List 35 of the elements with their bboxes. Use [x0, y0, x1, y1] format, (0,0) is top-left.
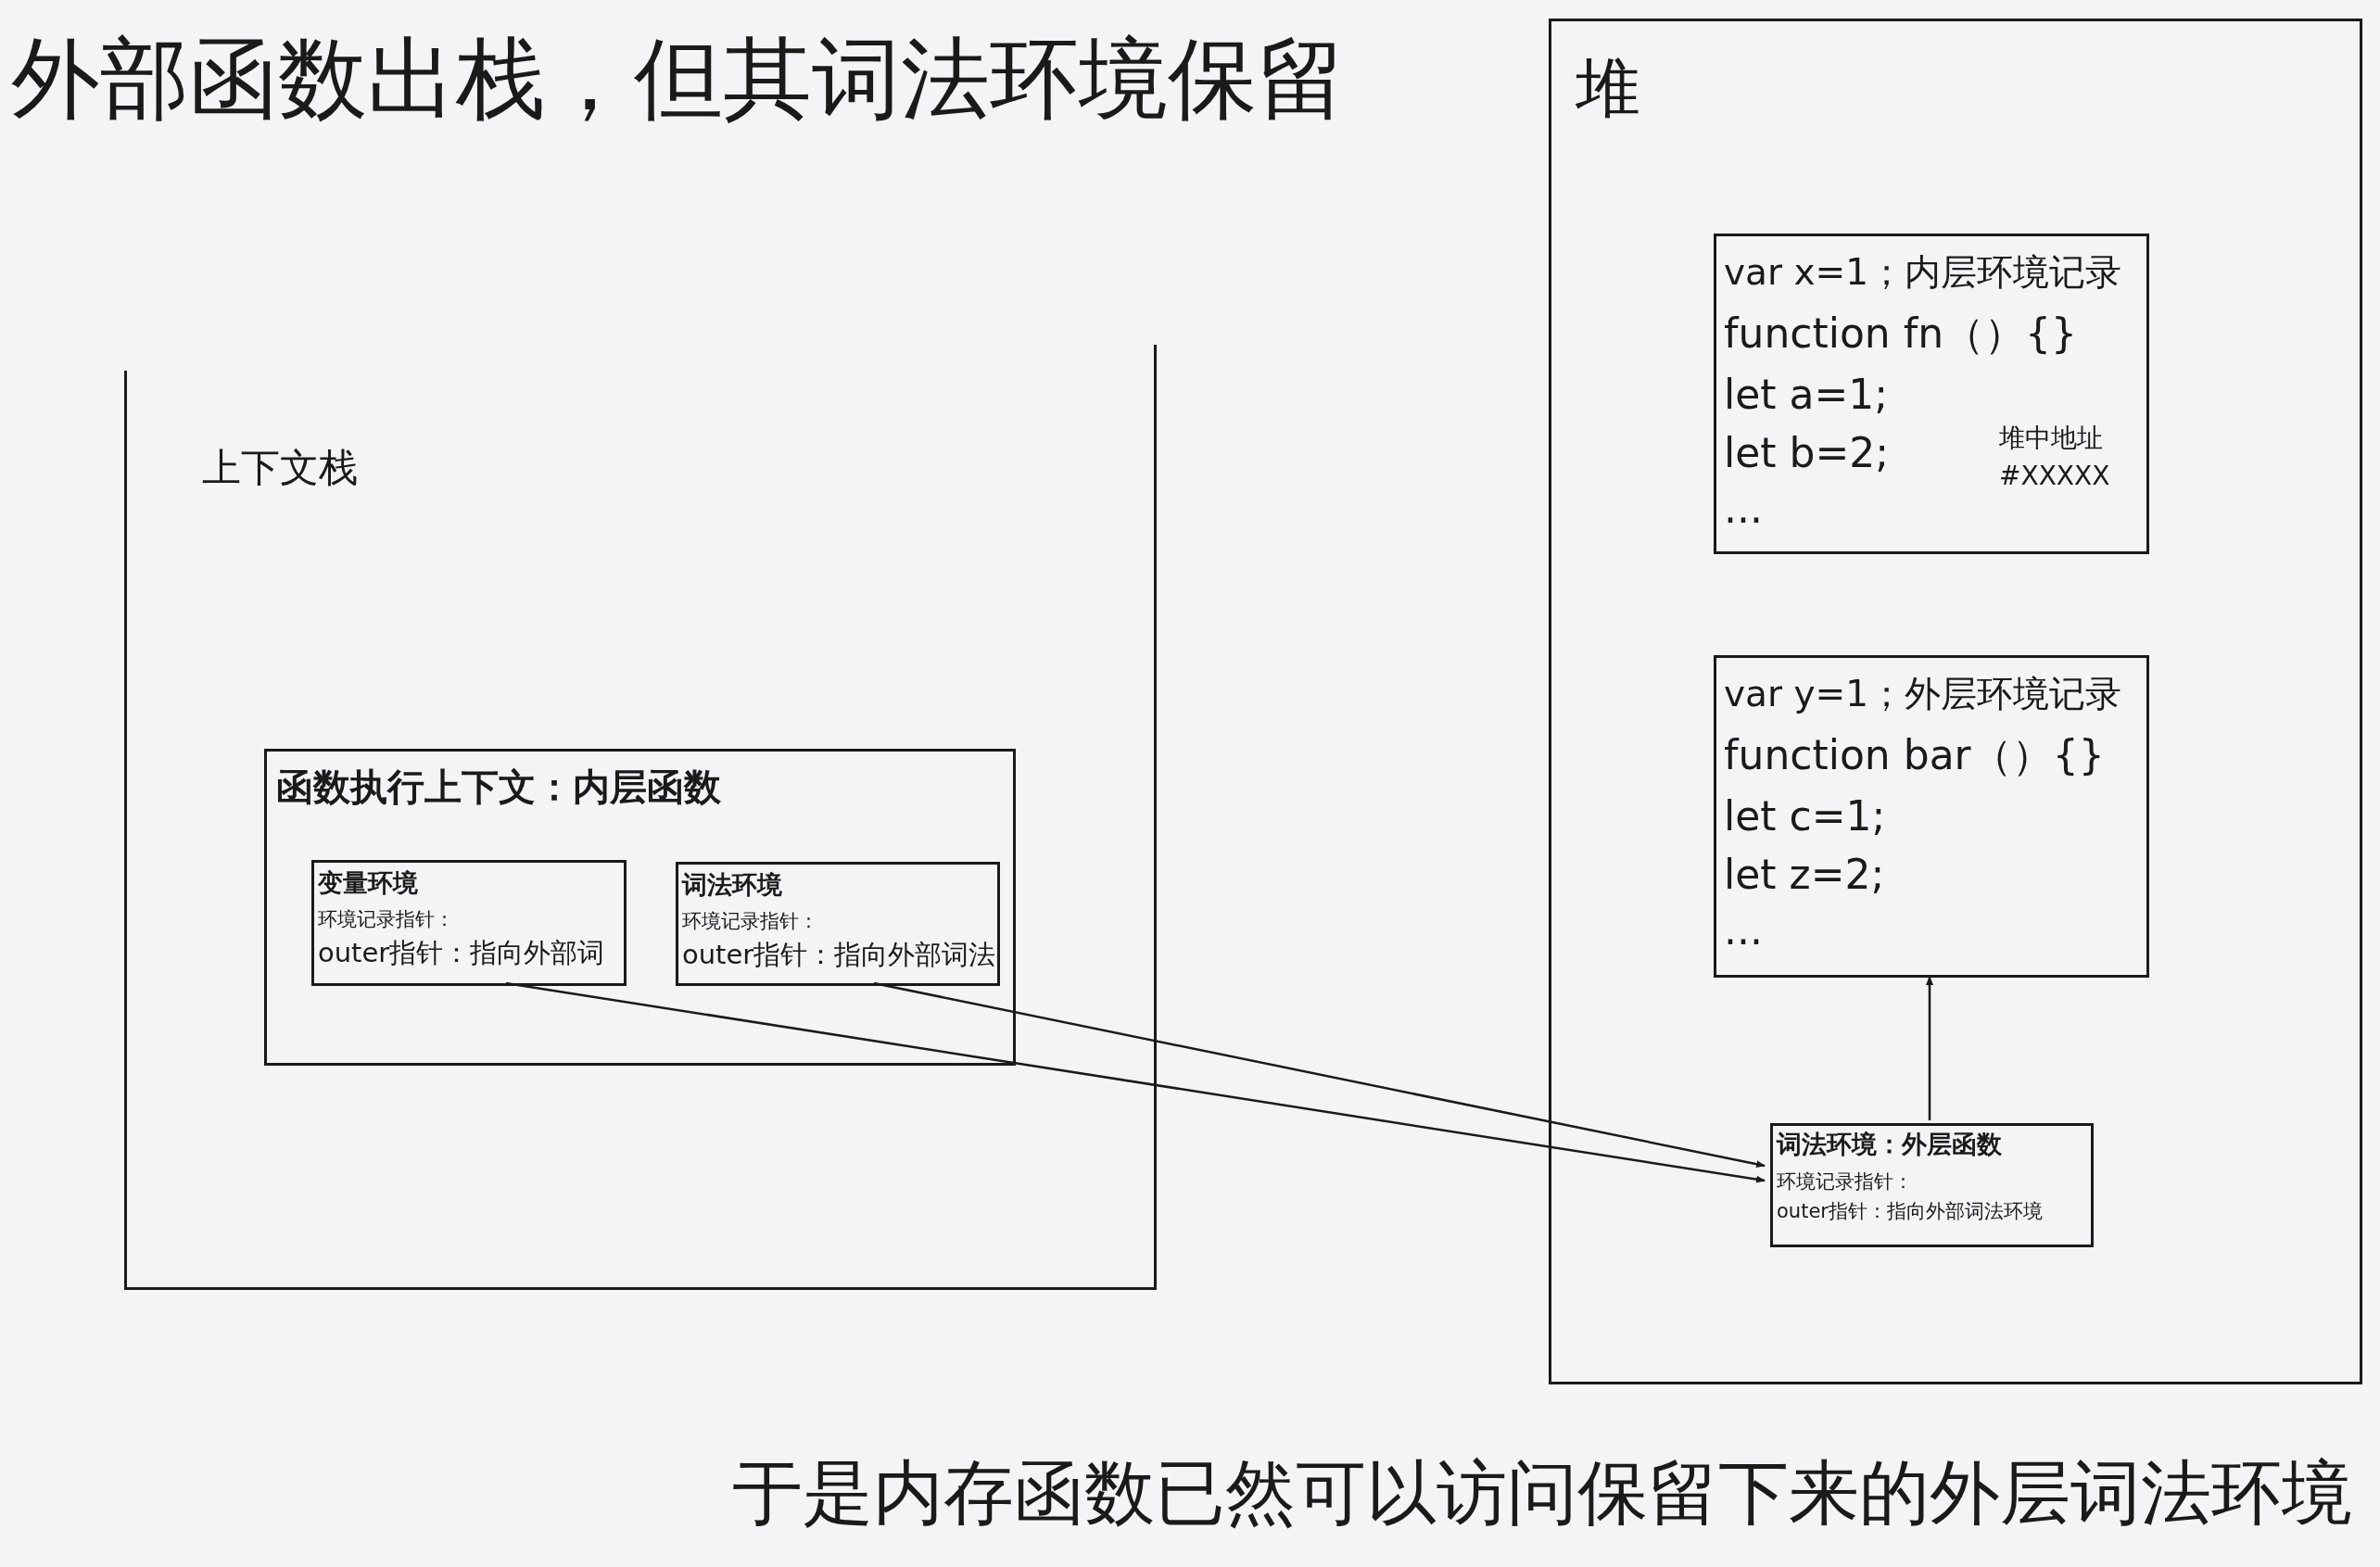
- arrow: [1926, 976, 1933, 1120]
- address-note: 堆中地址 #XXXXX: [1999, 422, 2111, 493]
- code-line: let a=1;: [1724, 371, 1889, 420]
- box-heading: 词法环境：外层函数: [1777, 1130, 2002, 1160]
- code-line: var x=1；内层环境记录: [1724, 251, 2121, 295]
- code-line: var y=1；外层环境记录: [1724, 673, 2121, 716]
- box-text: 环境记录指针：: [682, 910, 818, 934]
- code-line: ...: [1724, 906, 1763, 955]
- arrow: [505, 981, 1766, 1183]
- heap-box: [1549, 19, 2362, 1384]
- environment-box: [311, 860, 627, 986]
- arrow: [873, 981, 1766, 1169]
- environment-box: [676, 862, 1000, 986]
- code-line: ...: [1724, 485, 1763, 534]
- code-line: let c=1;: [1724, 792, 1886, 841]
- box-text: 环境记录指针：: [318, 908, 454, 932]
- box-text: outer指针：指向外部词: [318, 937, 605, 969]
- title: 外部函数出栈，但其词法环境保留: [11, 26, 1346, 133]
- environment-box: [1770, 1123, 2094, 1247]
- box-heading: 变量环境: [318, 868, 418, 899]
- box-heading: 函数执行上下文：内层函数: [276, 765, 721, 809]
- caption: 于是内存函数已然可以访问保留下来的外层词法环境: [732, 1450, 2352, 1535]
- box-heading: 词法环境: [682, 870, 782, 901]
- box-text: outer指针：指向外部词法环境: [1777, 1200, 2043, 1224]
- code-line: function fn（）{}: [1724, 310, 2078, 359]
- box-text: outer指针：指向外部词法: [682, 939, 996, 971]
- box-text: 环境记录指针：: [1777, 1170, 1913, 1194]
- code-line: let z=2;: [1724, 851, 1885, 900]
- record-box: [1714, 234, 2149, 554]
- code-line: function bar（）{}: [1724, 731, 2105, 780]
- record-box: [1714, 655, 2149, 978]
- code-line: let b=2;: [1724, 429, 1890, 478]
- stack-label: 上下文栈: [202, 445, 358, 492]
- context-box: [264, 749, 1016, 1066]
- heap-label: 堆: [1576, 49, 1640, 127]
